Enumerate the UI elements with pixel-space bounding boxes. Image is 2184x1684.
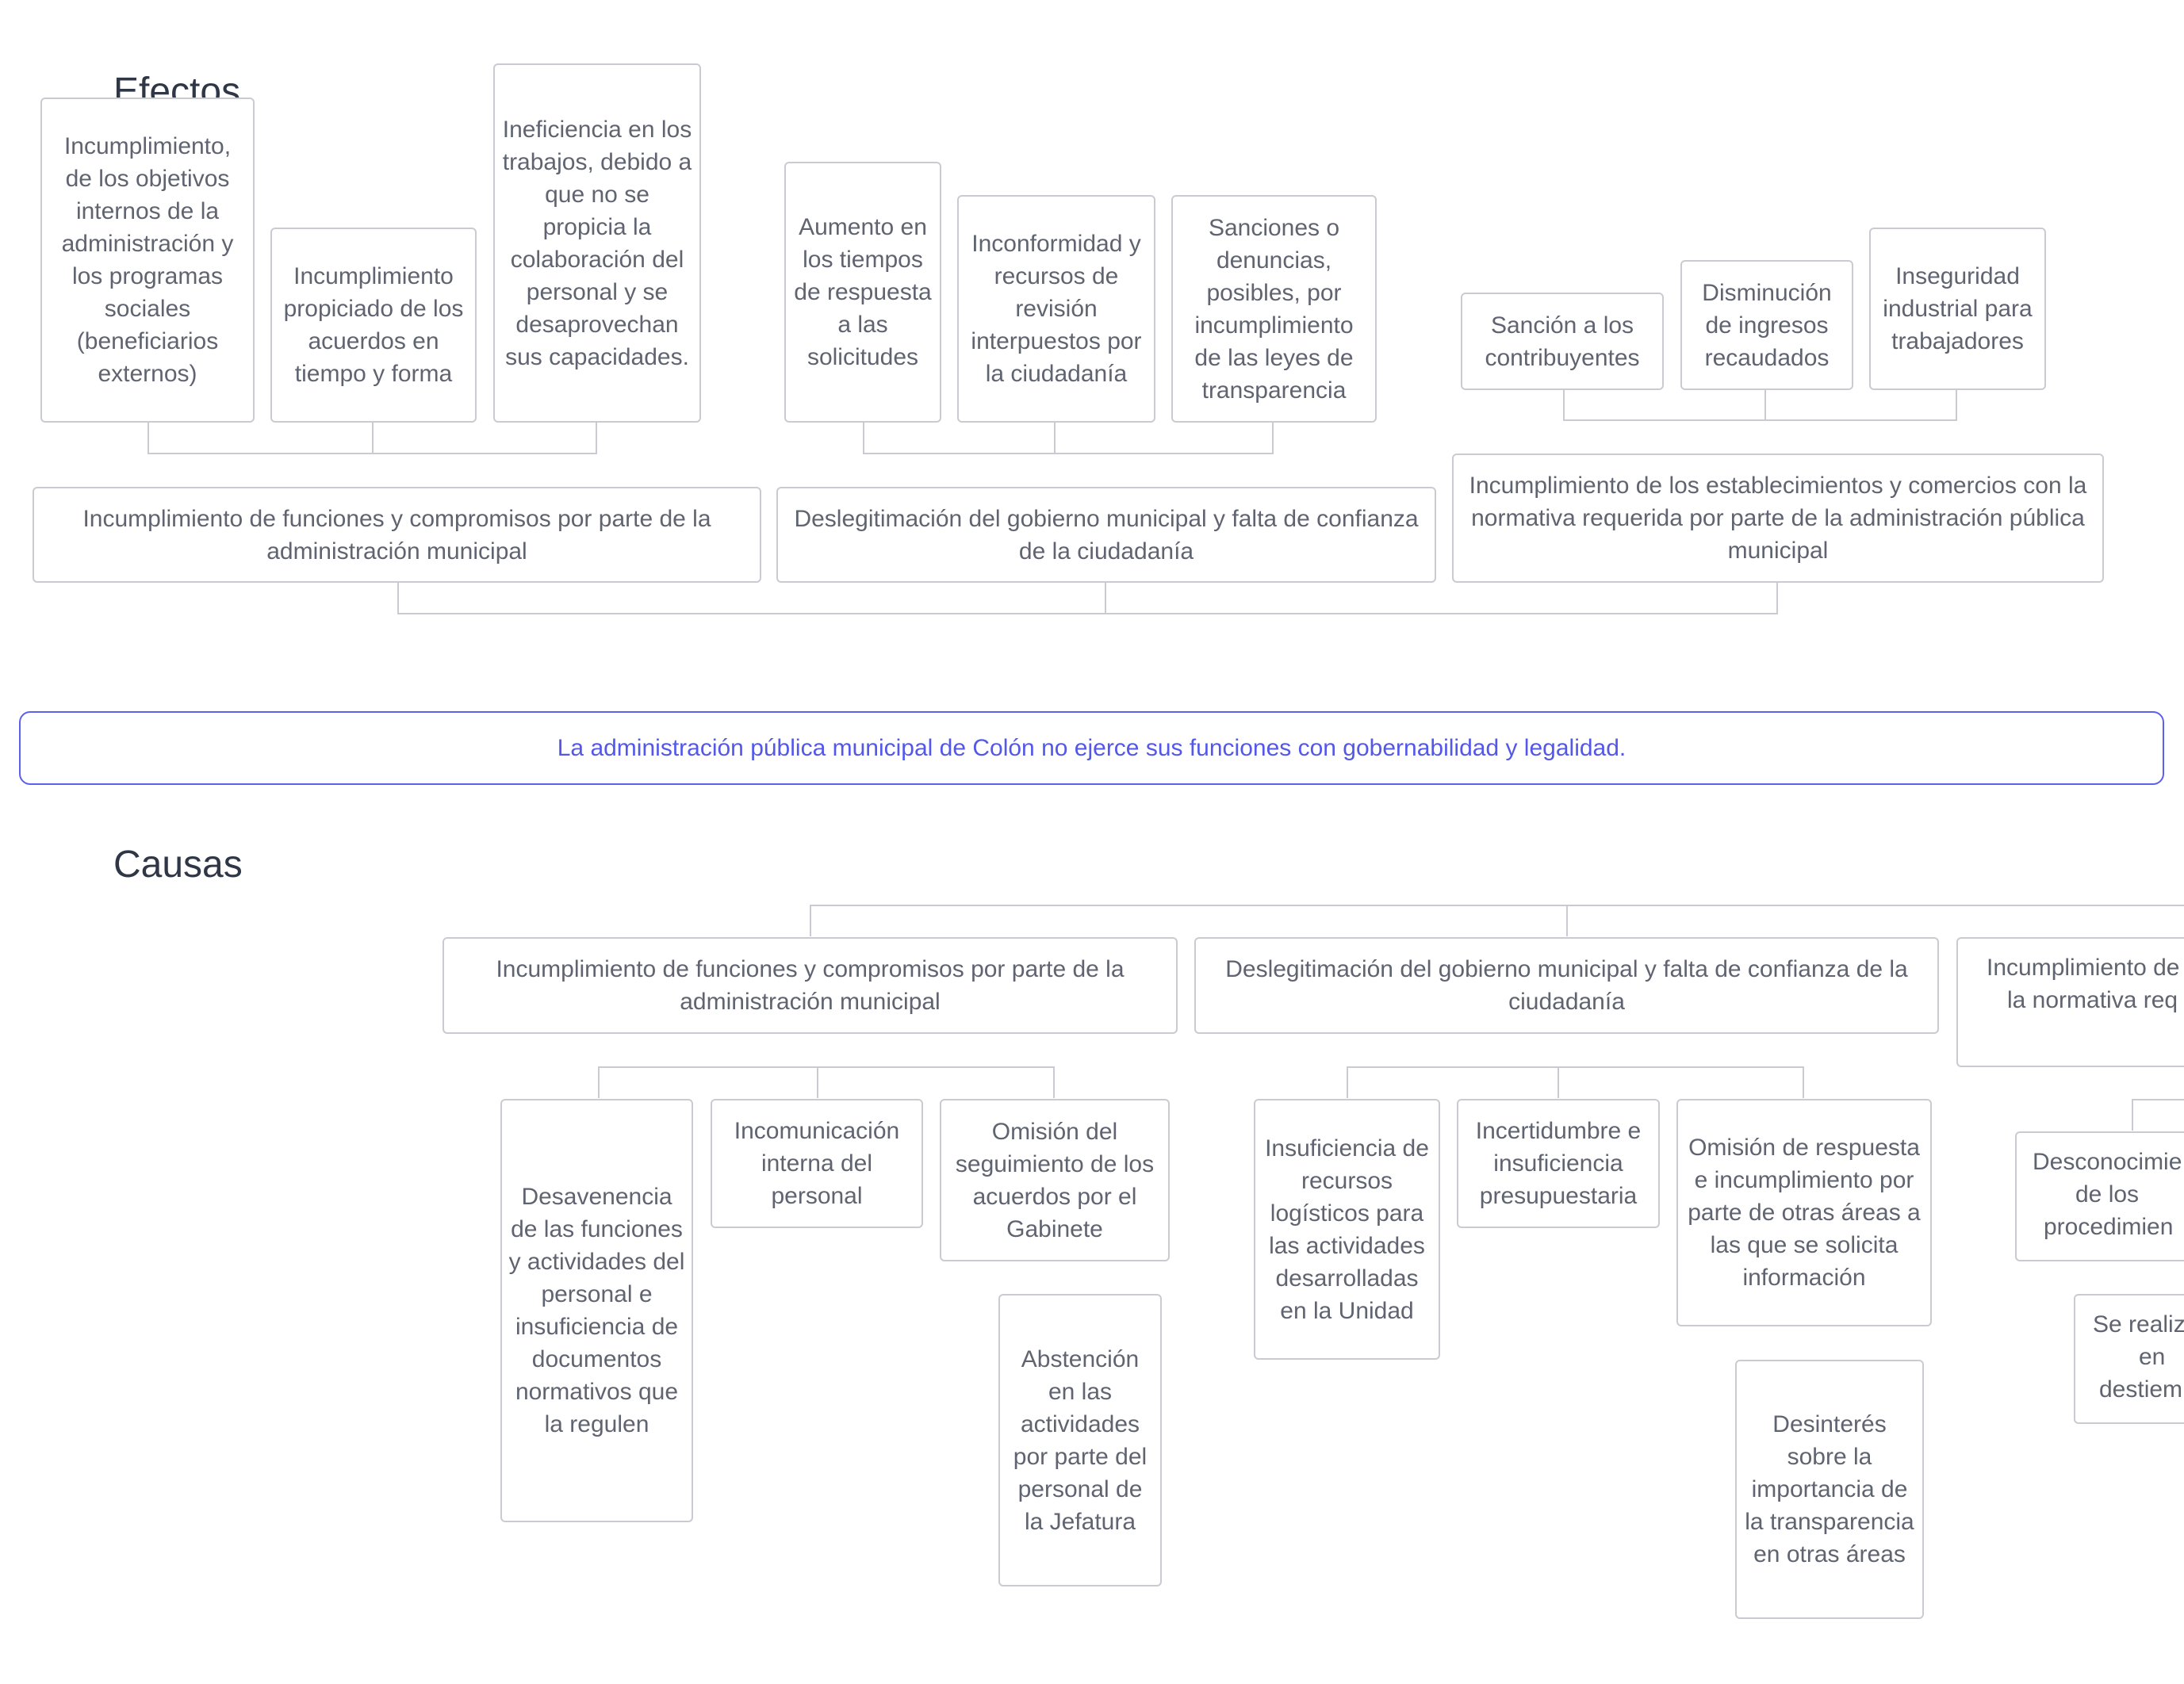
cause-node: Omisión de respuesta e incumplimiento po…: [1676, 1099, 1932, 1326]
connector: [1764, 390, 1766, 421]
cause-node: Incomunicación interna del personal: [711, 1099, 923, 1228]
connector: [1053, 1066, 1055, 1098]
connector: [1272, 423, 1274, 454]
effect-node: Disminución de ingresos recaudados: [1680, 260, 1853, 390]
connector: [1054, 423, 1056, 454]
connector: [1105, 583, 1106, 614]
cause-node-partial: Desconocimie de los procedimien: [2015, 1131, 2184, 1261]
cause-node: Incertidumbre e insuficiencia presupuest…: [1457, 1099, 1660, 1228]
causes-title: Causas: [113, 844, 243, 886]
cause-node: Insuficiencia de recursos logísticos par…: [1254, 1099, 1440, 1360]
cause-sub-node: Abstención en las actividades por parte …: [998, 1294, 1162, 1586]
connector: [397, 583, 399, 614]
cause-node: Desavenencia de las funciones y activida…: [500, 1099, 693, 1522]
partial-line: Desconocimie: [2033, 1149, 2182, 1175]
effect-node: Inseguridad industrial para trabajadores: [1869, 228, 2046, 390]
connector: [2132, 1099, 2184, 1100]
effect-main-node: Incumplimiento de funciones y compromiso…: [33, 487, 761, 583]
connector: [397, 613, 1778, 614]
effect-node: Sanciones o denuncias, posibles, por inc…: [1171, 195, 1377, 423]
connector: [148, 423, 149, 454]
effect-node: Ineficiencia en los trabajos, debido a q…: [493, 63, 701, 423]
central-problem: La administración pública municipal de C…: [19, 711, 2164, 785]
connector: [810, 905, 2184, 906]
connector: [598, 1066, 1055, 1068]
effect-node: Incumplimiento propiciado de los acuerdo…: [270, 228, 477, 423]
effect-main-node: Incumplimiento de los establecimientos y…: [1452, 454, 2104, 583]
connector: [817, 1066, 818, 1098]
connector: [863, 453, 1274, 454]
effect-node: Incumplimiento, de los objetivos interno…: [40, 98, 255, 423]
connector: [372, 423, 374, 454]
partial-line: de los: [2075, 1181, 2140, 1208]
cause-sub-node: Desinterés sobre la importancia de la tr…: [1735, 1360, 1924, 1619]
connector: [148, 453, 597, 454]
cause-main-node: Deslegitimación del gobierno municipal y…: [1194, 937, 1939, 1034]
partial-line: Se realiz: [2093, 1311, 2184, 1338]
partial-line: la normativa req: [2007, 987, 2178, 1013]
connector: [863, 423, 864, 454]
cause-main-node-partial: Incumplimiento de la normativa req: [1956, 937, 2184, 1067]
cause-main-node: Incumplimiento de funciones y compromiso…: [443, 937, 1178, 1034]
effect-node: Sanción a los contribuyentes: [1461, 293, 1664, 390]
connector: [1347, 1066, 1804, 1068]
connector: [1563, 390, 1565, 421]
effect-main-node: Deslegitimación del gobierno municipal y…: [776, 487, 1436, 583]
connector: [1347, 1066, 1348, 1098]
partial-line: en: [2139, 1344, 2166, 1370]
effect-node: Inconformidad y recursos de revisión int…: [957, 195, 1155, 423]
connector: [810, 905, 811, 936]
connector: [596, 423, 597, 454]
connector: [1558, 1066, 1559, 1098]
connector: [1956, 390, 1957, 421]
cause-sub-node-partial: Se realiz en destiem: [2074, 1294, 2184, 1424]
partial-line: destiem: [2099, 1376, 2183, 1403]
connector: [2132, 1099, 2133, 1131]
connector: [598, 1066, 600, 1098]
effect-node: Aumento en los tiempos de respuesta a la…: [784, 162, 941, 423]
connector: [1803, 1066, 1804, 1098]
partial-line: procedimien: [2044, 1214, 2174, 1240]
partial-line: Incumplimiento de: [1987, 955, 2180, 981]
connector: [1563, 419, 1957, 421]
connector: [1776, 583, 1778, 614]
connector: [1566, 905, 1568, 936]
cause-node: Omisión del seguimiento de los acuerdos …: [940, 1099, 1170, 1261]
